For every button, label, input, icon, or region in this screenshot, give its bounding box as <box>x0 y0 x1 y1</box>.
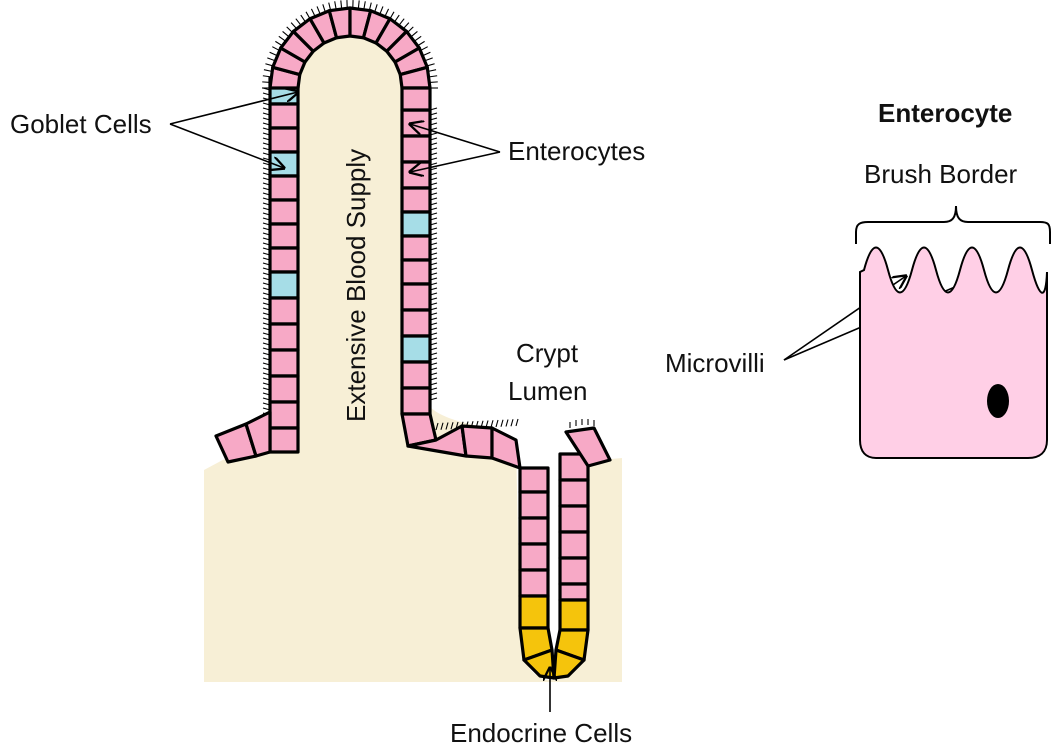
enterocyte-cell <box>270 324 298 350</box>
cilium <box>395 15 399 22</box>
enterocyte-cell-body <box>860 248 1047 459</box>
enterocyte-cell <box>270 428 298 452</box>
enterocyte-cell <box>560 532 588 558</box>
enterocyte-cell <box>520 518 548 544</box>
cilium <box>335 1 336 9</box>
microvilli-label: Microvilli <box>665 348 765 378</box>
enterocyte-cell <box>270 104 298 128</box>
cilium <box>291 23 296 29</box>
endocrine-cell <box>520 596 548 628</box>
cilium <box>279 36 285 41</box>
cilium <box>358 0 359 8</box>
cilium <box>506 420 508 427</box>
cilium <box>399 19 404 25</box>
blood-supply-label: Extensive Blood Supply <box>341 149 371 422</box>
enterocyte-cell <box>270 200 298 224</box>
enterocyte-cell <box>402 88 430 110</box>
enterocyte-detail <box>856 206 1050 458</box>
cilium <box>311 9 315 16</box>
cilium <box>380 6 383 13</box>
cilium <box>364 1 365 9</box>
cilium <box>491 420 493 427</box>
enterocyte-cell <box>402 162 430 188</box>
cilium <box>415 36 421 41</box>
enterocyte-cell <box>402 188 430 212</box>
enterocyte-cell <box>270 298 298 324</box>
enterocyte-cell <box>402 110 430 136</box>
enterocyte-cell <box>520 544 548 570</box>
enterocytes-label: Enterocytes <box>508 136 645 166</box>
cilium <box>430 82 438 83</box>
enterocyte-cell <box>560 558 588 584</box>
enterocyte-cell <box>560 506 588 532</box>
cilium <box>301 15 305 22</box>
enterocyte-cell <box>520 492 548 518</box>
cilium <box>404 23 409 29</box>
enterocyte-cell <box>402 284 430 310</box>
cilium <box>411 31 417 36</box>
enterocyte-cell <box>402 136 430 162</box>
enterocyte-cell <box>402 388 430 414</box>
cilium <box>264 70 272 72</box>
enterocyte-cell <box>520 468 548 492</box>
enterocyte-cell <box>402 362 430 388</box>
enterocyte-cell <box>402 260 430 284</box>
cilium <box>425 58 433 61</box>
cilium <box>296 19 301 25</box>
cilium <box>428 70 436 72</box>
goblet-cells-label: Goblet Cells <box>10 109 152 139</box>
cilium <box>496 420 498 427</box>
brush-border-label: Brush Border <box>864 159 1018 189</box>
endocrine-cell <box>560 600 588 630</box>
cilium <box>267 58 275 61</box>
cilium <box>385 9 389 16</box>
cilium <box>341 0 342 8</box>
enterocyte-title: Enterocyte <box>878 98 1012 128</box>
enterocyte-cell <box>270 224 298 248</box>
cilium <box>317 6 320 13</box>
cilium <box>516 419 518 426</box>
enterocyte-cell <box>462 426 492 458</box>
cilium <box>283 31 289 36</box>
goblet-cell <box>402 212 430 236</box>
goblet-arrow-lower <box>170 124 284 168</box>
goblet-cell <box>402 336 430 362</box>
enterocyte-cell <box>270 248 298 272</box>
enterocyte-cell <box>560 480 588 506</box>
cilium <box>270 52 277 55</box>
endocrine-cells-label: Endocrine Cells <box>450 718 632 748</box>
enterocyte-cell <box>270 350 298 376</box>
nucleus <box>987 384 1009 418</box>
cilium <box>323 4 325 12</box>
enterocyte-cell <box>402 310 430 336</box>
goblet-cell <box>270 272 298 298</box>
crypt-lumen-label-line1: Crypt <box>516 338 579 368</box>
enterocyte-cell <box>270 128 298 152</box>
cilium <box>429 76 437 77</box>
enterocyte-cell <box>560 584 588 600</box>
cilium <box>501 420 503 427</box>
enterocyte-cell <box>402 236 430 260</box>
crypt-lumen-label-line2: Lumen <box>508 376 588 406</box>
enterocyte-cell <box>270 402 298 428</box>
enterocyte-cell <box>270 176 298 200</box>
cilium <box>375 4 377 12</box>
brush-border-brace <box>856 206 1050 244</box>
enterocyte-cell <box>520 570 548 596</box>
cilium <box>511 419 513 426</box>
cilium <box>423 52 430 55</box>
enterocyte-cell <box>270 376 298 402</box>
